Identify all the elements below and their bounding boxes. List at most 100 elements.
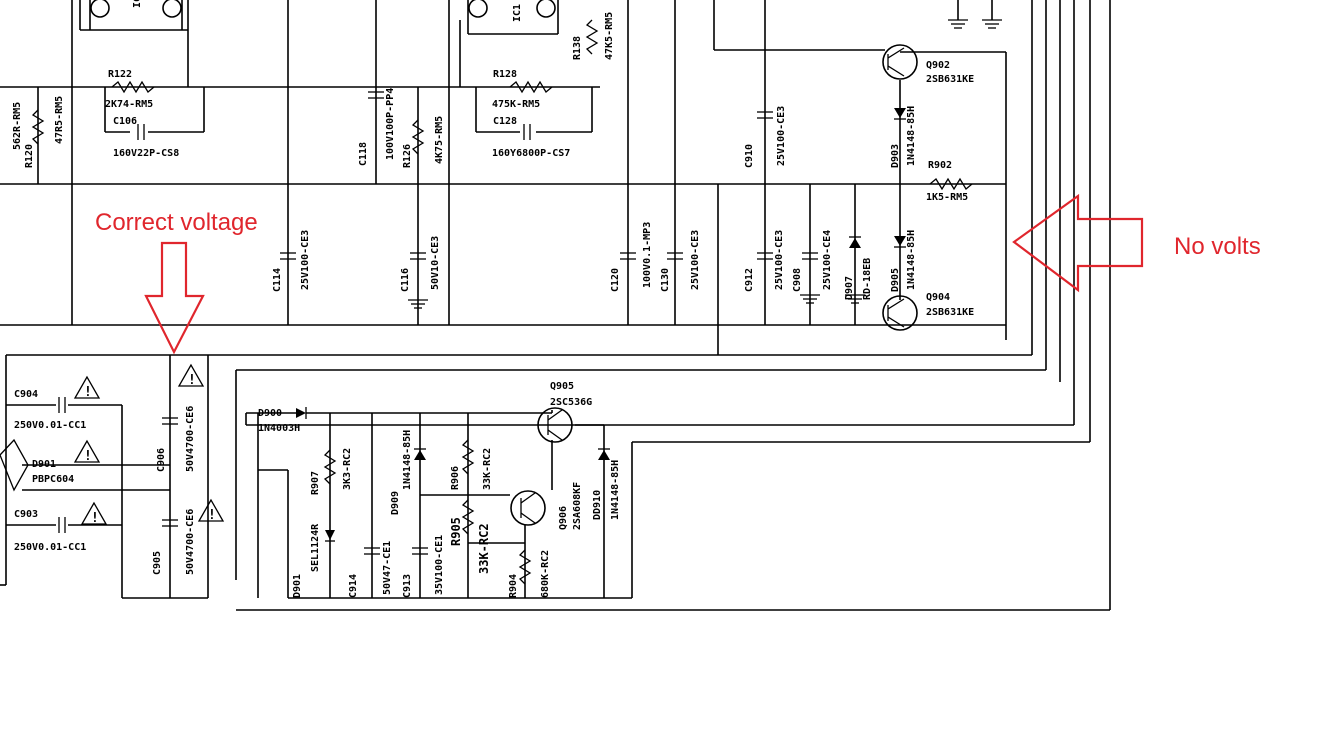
- diode-d910: [598, 448, 610, 460]
- svg-text:47R5-RM5: 47R5-RM5: [54, 96, 65, 144]
- component-labels-vertical: IC IC1 562R-RM5 R120 47R5-RM5 C118 100V1…: [12, 0, 917, 598]
- bridge-rectifier-d901: [0, 438, 29, 492]
- svg-text:R906: R906: [450, 466, 461, 490]
- ground-icon: [800, 294, 820, 304]
- capacitor-c910: [757, 111, 773, 119]
- capacitor-c116: [410, 252, 426, 260]
- svg-text:D901: D901: [292, 574, 303, 598]
- resistor-r122: [111, 80, 155, 94]
- circuit-wires: [0, 0, 1111, 611]
- diode-d907: [849, 236, 861, 248]
- svg-text:R126: R126: [402, 144, 413, 168]
- svg-text:R904: R904: [508, 574, 519, 598]
- warning-triangle-icon: !: [80, 501, 108, 526]
- resistor-r904: [518, 549, 532, 585]
- ground-icon: [408, 299, 428, 309]
- svg-text:50V4700-CE6: 50V4700-CE6: [185, 406, 196, 472]
- label-r122: R122: [108, 69, 132, 80]
- label-c904-value: 250V0.01-CC1: [14, 420, 86, 431]
- component-labels: R122 2K74-RM5 C106 160V22P-CS8 R128 475K…: [14, 60, 974, 574]
- label-c128-value: 160Y6800P-CS7: [492, 148, 570, 159]
- label-q905-value: 2SC536G: [550, 397, 592, 408]
- svg-text:!: !: [208, 508, 216, 523]
- label-r902-value: 1K5-RM5: [926, 192, 968, 203]
- svg-text:25V100-CE3: 25V100-CE3: [690, 230, 701, 290]
- ground-icon: [982, 19, 1002, 29]
- svg-text:SEL1124R: SEL1124R: [310, 523, 321, 572]
- svg-text:100V0.1-MP3: 100V0.1-MP3: [642, 222, 653, 288]
- svg-text:680K-RC2: 680K-RC2: [540, 550, 551, 598]
- warning-triangle-icon: !: [177, 363, 205, 388]
- svg-text:R907: R907: [310, 471, 321, 495]
- svg-text:C914: C914: [348, 574, 359, 598]
- svg-text:1N4148-85H: 1N4148-85H: [906, 106, 917, 166]
- label-q902-value: 2SB631KE: [926, 74, 974, 85]
- svg-text:C120: C120: [610, 268, 621, 292]
- svg-text:C114: C114: [272, 268, 283, 292]
- label-q905: Q905: [550, 381, 574, 392]
- transistor-q905: [537, 407, 573, 443]
- label-r902: R902: [928, 160, 952, 171]
- capacitor-c908: [802, 252, 818, 260]
- svg-text:C906: C906: [156, 448, 167, 472]
- svg-text:Q906: Q906: [558, 506, 569, 530]
- svg-text:562R-RM5: 562R-RM5: [12, 102, 23, 150]
- ground-icon: [845, 294, 865, 304]
- resistor-r126: [411, 119, 425, 155]
- capacitor-c905: [162, 519, 178, 527]
- svg-text:R138: R138: [572, 36, 583, 60]
- capacitor-c130: [667, 252, 683, 260]
- svg-text:50V47-CE1: 50V47-CE1: [382, 541, 393, 595]
- led-d901: [325, 530, 335, 542]
- label-q902: Q902: [926, 60, 950, 71]
- diodes: [0, 108, 906, 542]
- capacitor-c913: [412, 547, 428, 555]
- label-c904: C904: [14, 389, 38, 400]
- diode-d905: [894, 236, 906, 248]
- svg-text:!: !: [84, 385, 92, 400]
- svg-text:50V4700-CE6: 50V4700-CE6: [185, 509, 196, 575]
- transistor-q904: [882, 295, 918, 331]
- warning-triangle-icon: !: [73, 375, 101, 400]
- svg-text:C908: C908: [792, 268, 803, 292]
- svg-text:C913: C913: [402, 574, 413, 598]
- svg-text:C118: C118: [358, 142, 369, 166]
- svg-text:D905: D905: [890, 268, 901, 292]
- diode-d900: [296, 407, 307, 419]
- transistors: [510, 44, 918, 526]
- diode-d909: [414, 448, 426, 460]
- correct-voltage-arrow: [144, 241, 205, 355]
- capacitor-c118: [368, 91, 384, 99]
- svg-text:D903: D903: [890, 144, 901, 168]
- svg-text:1N4148-85H: 1N4148-85H: [610, 460, 621, 520]
- ground-icon: [948, 19, 968, 29]
- transistor-q902: [882, 44, 918, 80]
- label-d901: D901: [32, 459, 56, 470]
- svg-text:4K75-RM5: 4K75-RM5: [434, 116, 445, 164]
- svg-text:RD-18EB: RD-18EB: [862, 258, 873, 300]
- svg-text:3K3-RC2: 3K3-RC2: [342, 448, 353, 490]
- capacitors: [58, 91, 818, 555]
- svg-text:1N4148-85H: 1N4148-85H: [402, 430, 413, 490]
- svg-text:!: !: [188, 373, 196, 388]
- label-r128-value: 475K-RM5: [492, 99, 540, 110]
- no-volts-arrow: [1012, 193, 1144, 293]
- svg-text:IC: IC: [132, 0, 143, 8]
- svg-text:D909: D909: [390, 491, 401, 515]
- label-c106: C106: [113, 116, 137, 127]
- resistor-r902: [929, 177, 973, 191]
- svg-text:C116: C116: [400, 268, 411, 292]
- capacitor-c128: [523, 124, 531, 140]
- svg-text:25V100-CE3: 25V100-CE3: [300, 230, 311, 290]
- svg-text:C130: C130: [660, 268, 671, 292]
- svg-text:C905: C905: [152, 551, 163, 575]
- svg-text:50V10-CE3: 50V10-CE3: [430, 236, 441, 290]
- warning-triangle-icon: !: [73, 439, 101, 464]
- label-r128: R128: [493, 69, 517, 80]
- label-r905: R905: [449, 517, 463, 546]
- svg-text:C912: C912: [744, 268, 755, 292]
- resistor-r120: [31, 109, 45, 145]
- diode-d903: [894, 108, 906, 120]
- label-d900: D900: [258, 408, 282, 419]
